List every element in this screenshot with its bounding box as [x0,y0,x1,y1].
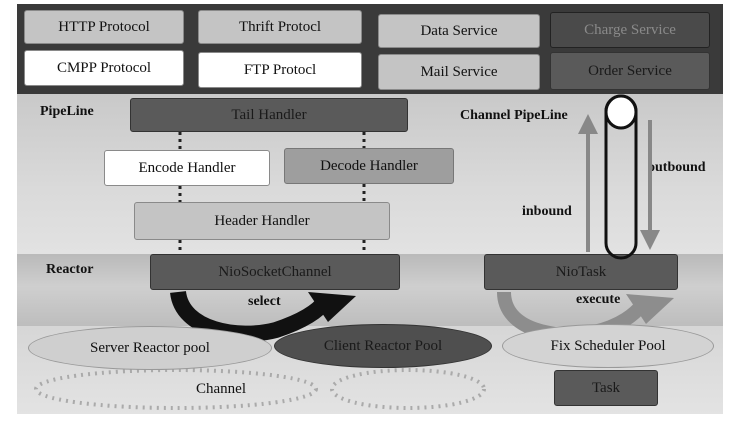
decode-handler-box: Decode Handler [284,148,454,184]
cmpp-protocol-box: CMPP Protocol [24,50,184,86]
outbound-label: outbound [648,160,706,175]
channel-pipeline-label: Channel PipeLine [460,108,568,123]
select-label: select [248,294,281,309]
nio-task-box: NioTask [484,254,678,290]
encode-handler-box: Encode Handler [104,150,270,186]
ftp-protocol-box: FTP Protocl [198,52,362,88]
mail-service-box: Mail Service [378,54,540,90]
pipeline-label: PipeLine [40,104,94,119]
charge-service-box: Charge Service [550,12,710,48]
inbound-arrow-head [578,114,598,134]
channel-label: Channel [196,381,246,397]
tail-handler-box: Tail Handler [130,98,408,132]
header-handler-box: Header Handler [134,202,390,240]
http-protocol-box: HTTP Protocol [24,10,184,44]
server-reactor-pool: Server Reactor pool [28,326,272,370]
select-loop-arrowhead [308,292,356,322]
nio-socket-channel-box: NioSocketChannel [150,254,400,290]
outbound-arrow-head [640,230,660,250]
task-box: Task [554,370,658,406]
data-service-box: Data Service [378,14,540,48]
order-service-box: Order Service [550,52,710,90]
reactor-label: Reactor [46,262,94,277]
channel-ellipse-left [34,368,318,410]
channel-pipeline-tube-top [604,94,638,130]
select-loop-arrow [170,290,333,342]
execute-loop-arrowhead [626,294,674,324]
client-reactor-pool: Client Reactor Pool [274,324,492,368]
fix-scheduler-pool: Fix Scheduler Pool [502,324,714,368]
channel-ellipse-right [330,368,486,410]
execute-label: execute [576,292,621,307]
inbound-label: inbound [522,204,572,219]
thrift-protocol-box: Thrift Protocl [198,10,362,44]
